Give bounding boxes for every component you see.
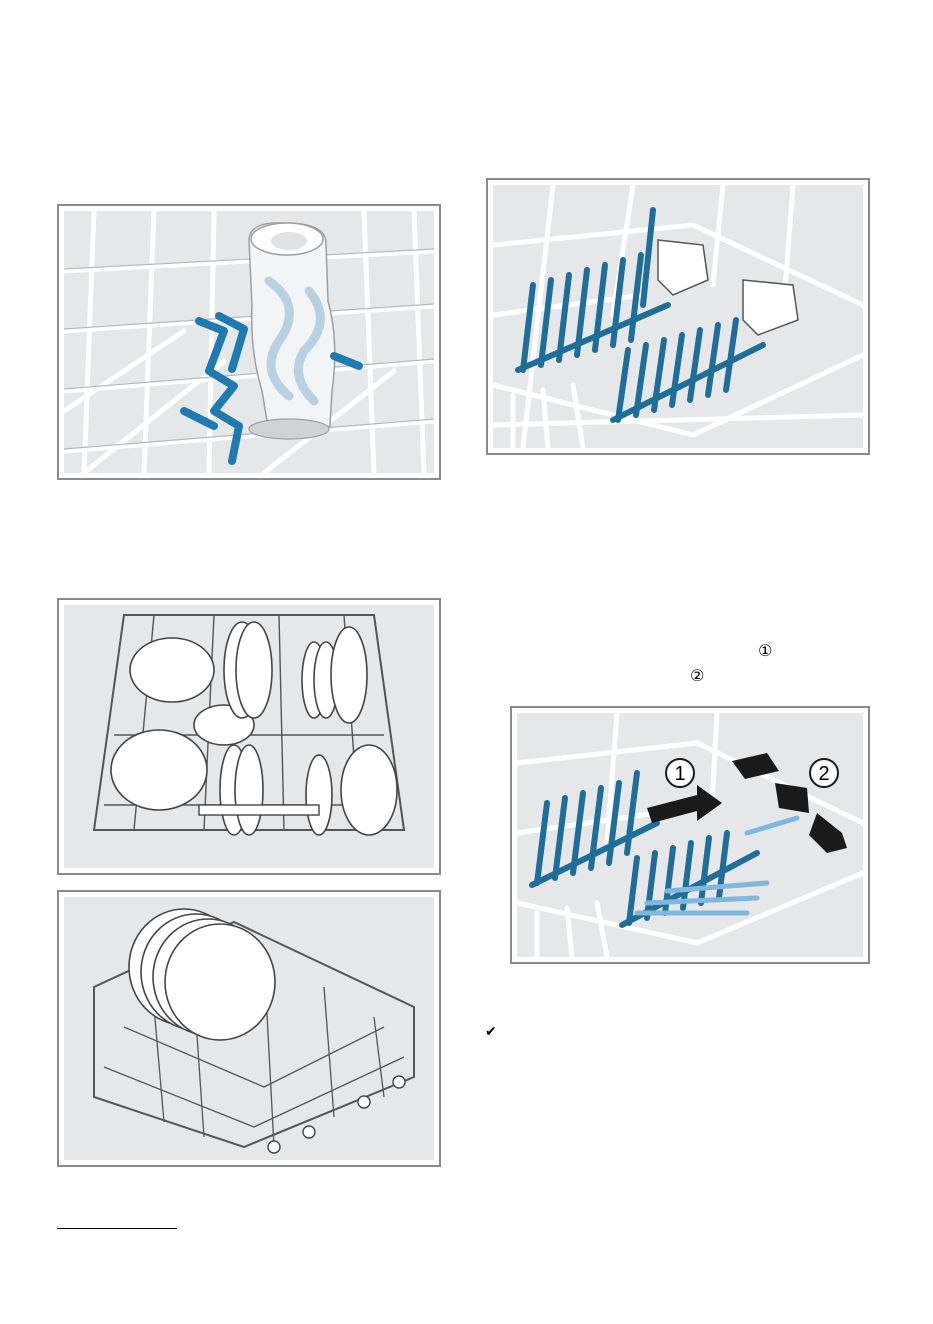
step-1-label: 1: [674, 763, 685, 785]
plate-rack-folding-steps-figure: 1 2: [510, 706, 870, 964]
step-marker-1: ①: [758, 643, 772, 659]
folding-plate-rack-illustration-icon: [493, 185, 863, 448]
plate-rack-folded-figure: [486, 178, 870, 455]
large-plates-basket-illustration-icon: [64, 897, 434, 1160]
loaded-lower-basket-illustration-icon: [64, 605, 434, 868]
lower-basket-loaded-figure: [57, 598, 441, 875]
check-mark-icon: ✔: [485, 1025, 497, 1039]
bottle-holder-figure: [57, 204, 441, 480]
folding-steps-illustration-icon: 1 2: [517, 713, 863, 957]
step-2-label: 2: [818, 763, 829, 785]
footnote-divider: [57, 1228, 177, 1229]
upper-basket-large-plates-figure: [57, 890, 441, 1167]
step-marker-2: ②: [690, 668, 704, 684]
bottle-holder-illustration-icon: [64, 211, 434, 473]
